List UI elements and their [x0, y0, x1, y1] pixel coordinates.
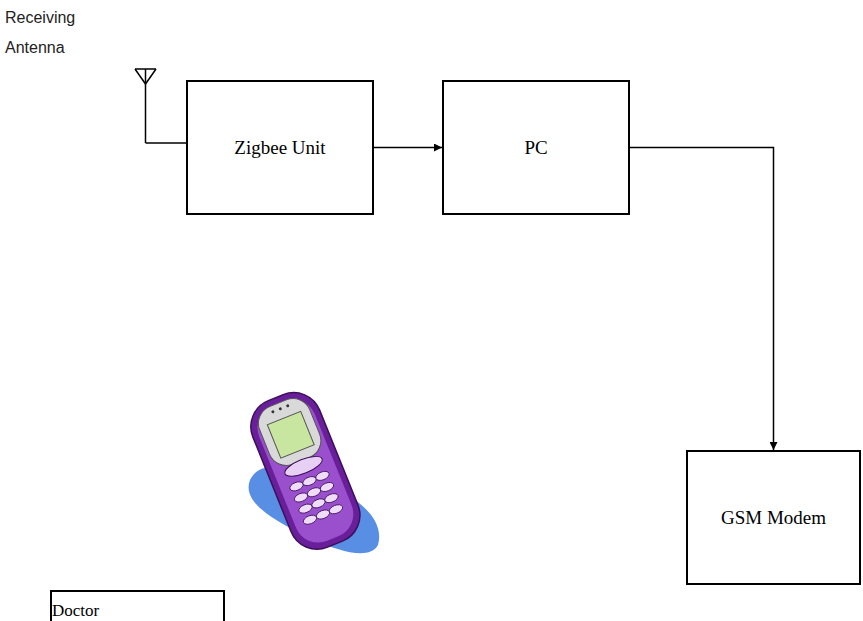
- box-label: Zigbee Unit: [234, 134, 325, 162]
- box-label: PC: [524, 134, 547, 162]
- process-box: Doctor: [50, 590, 225, 621]
- process-box: PC: [442, 80, 630, 215]
- phone-illustration: [242, 384, 379, 557]
- antenna-label: Receiving Antenna: [5, 3, 85, 63]
- box-label: GSM Modem: [721, 504, 826, 532]
- box-label: Doctor: [52, 601, 99, 621]
- process-box: GSM Modem: [686, 450, 861, 585]
- antenna-symbol: [135, 69, 186, 143]
- process-box: Zigbee Unit: [186, 80, 374, 215]
- connector-arrow: [374, 147, 442, 149]
- connector-arrow: [630, 148, 774, 451]
